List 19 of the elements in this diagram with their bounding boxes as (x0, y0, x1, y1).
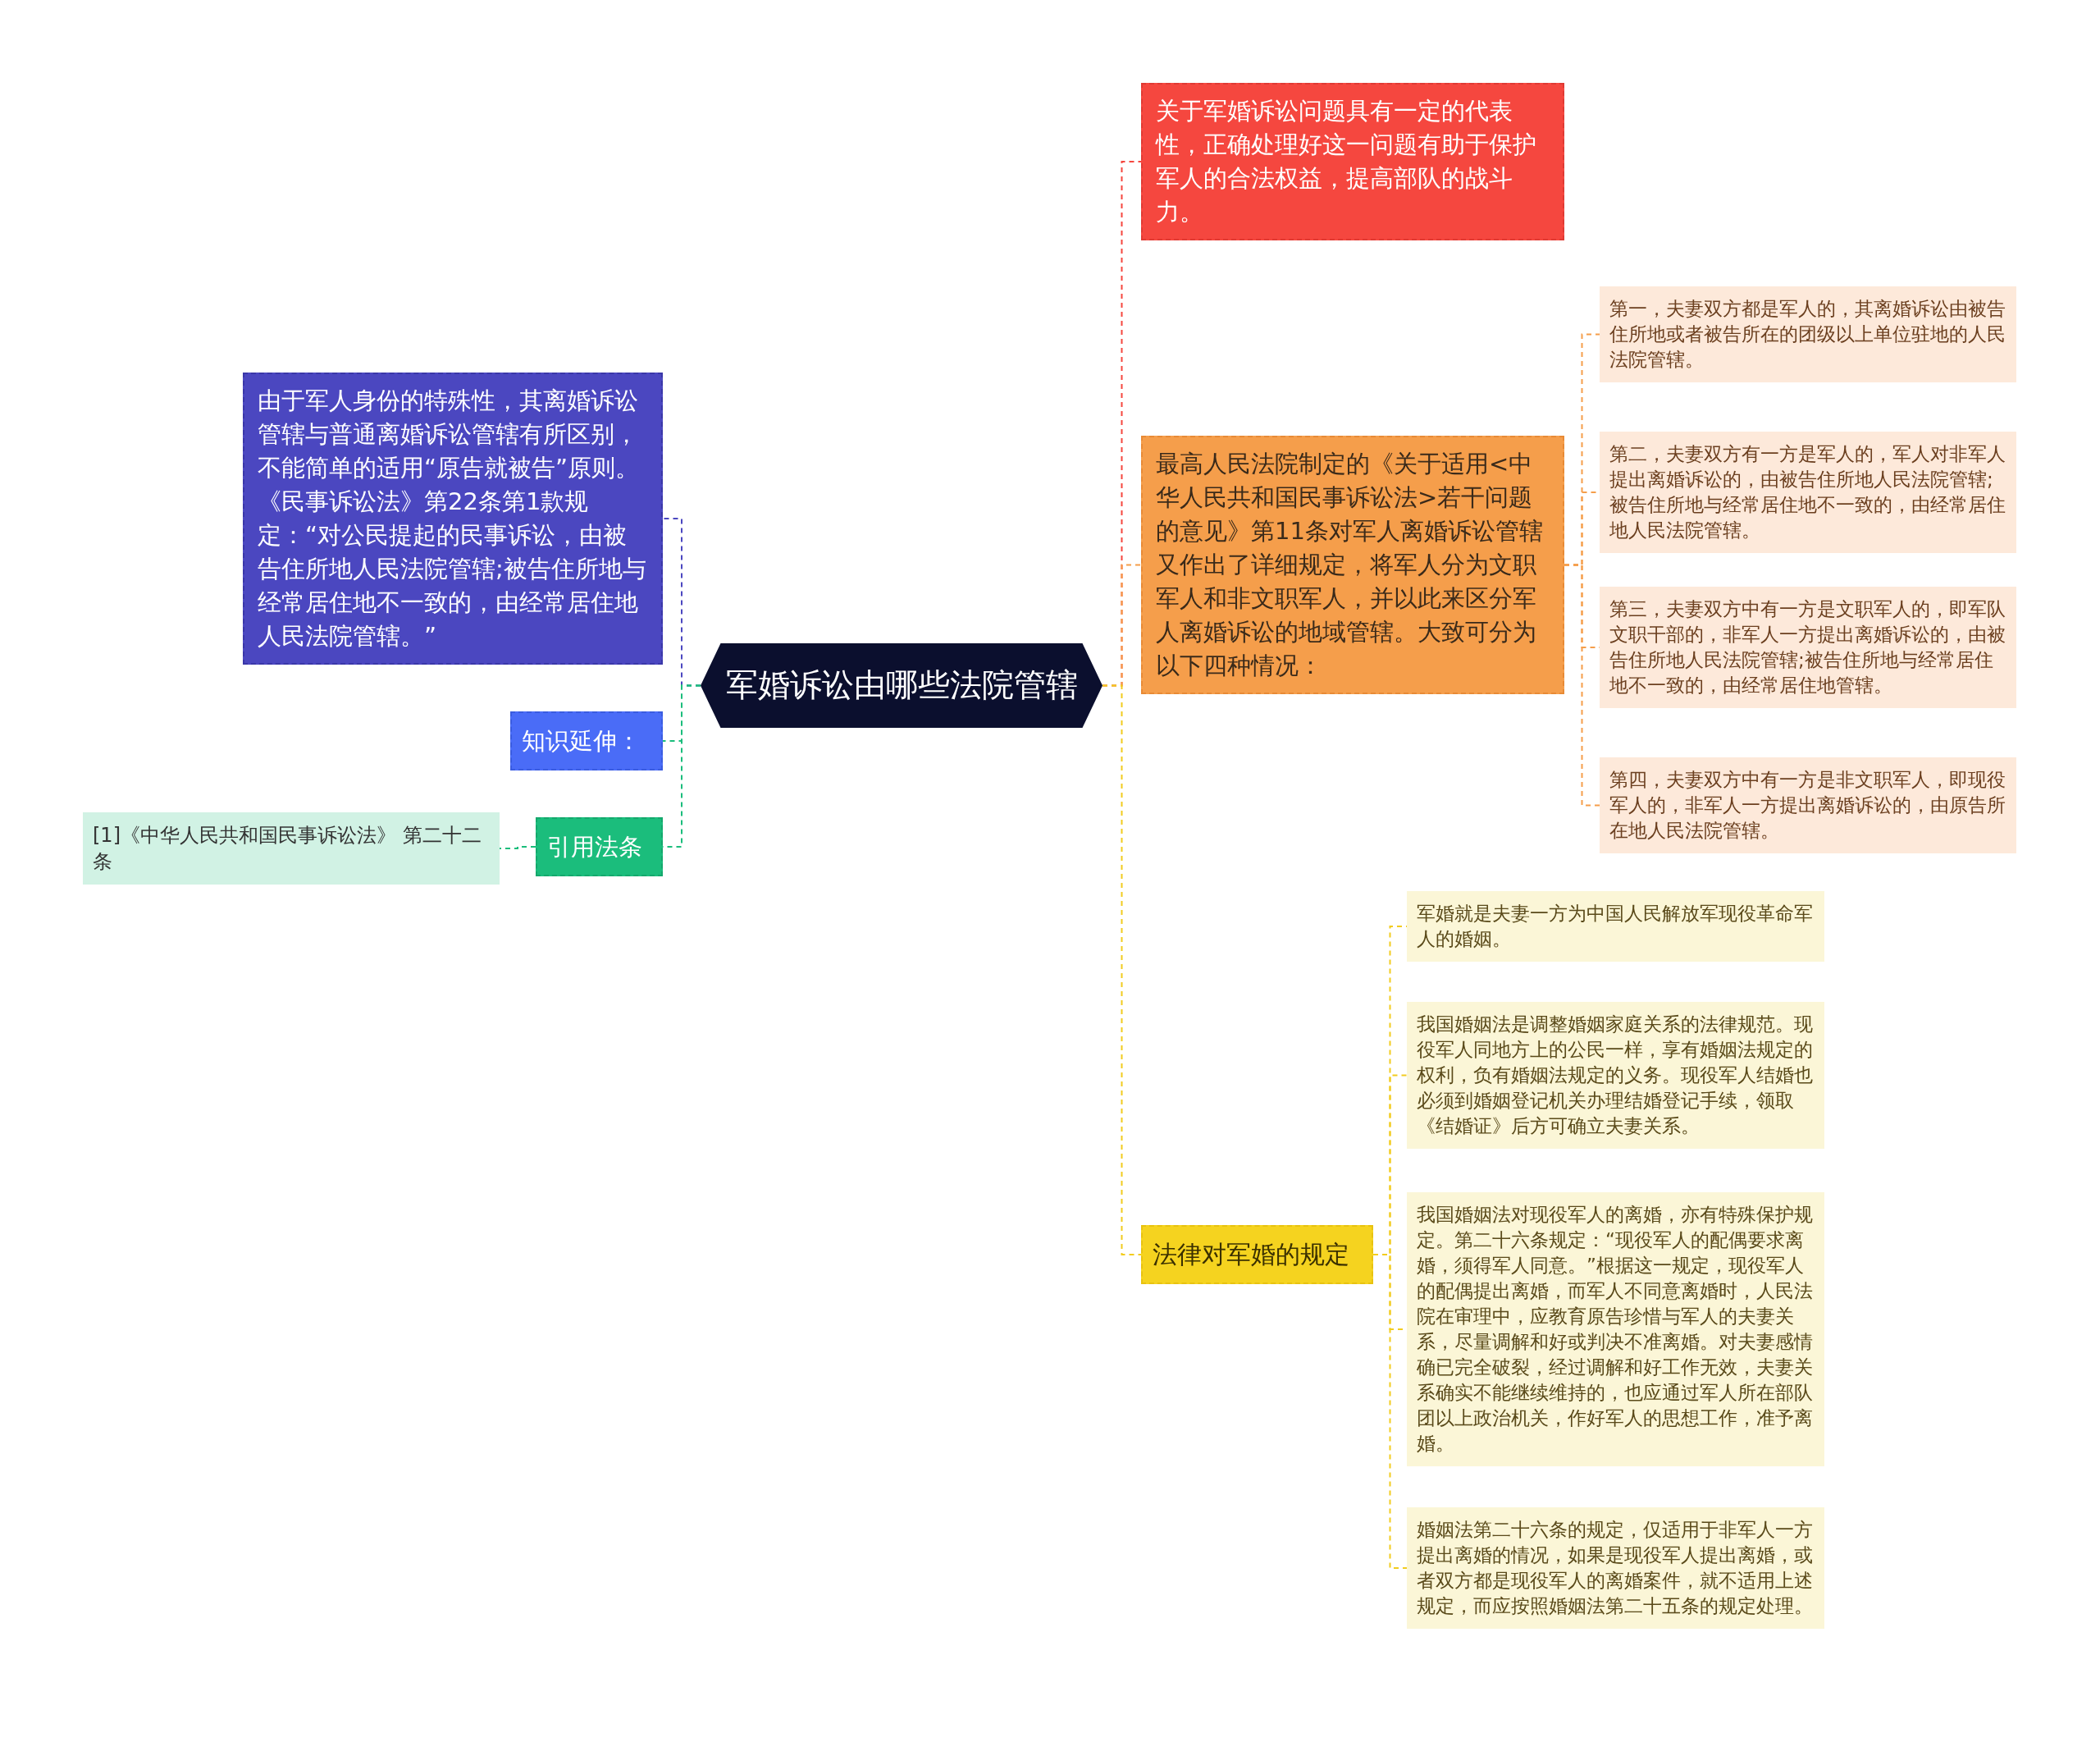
note-card: 第一，夫妻双方都是军人的，其离婚诉讼由被告住所地或者被告所在的团级以上单位驻地的人民法院管辖。 (1600, 286, 2016, 382)
topic-card: 引用法条 (536, 817, 663, 876)
connector-line (1102, 684, 1142, 1255)
topic-card: 法律对军婚的规定 (1141, 1225, 1373, 1284)
note-card: 我国婚姻法是调整婚姻家庭关系的法律规范。现役军人同地方上的公民一样，享有婚姻法规定的权利，负有婚姻法规定的义务。现役军人结婚也必须到婚姻登记机关办理结婚登记手续，领取《结婚证》后方可确立夫妻关系。 (1407, 1002, 1824, 1149)
topic-card: 由于军人身份的特殊性，其离婚诉讼管辖与普通离婚诉讼管辖有所区别，不能简单的适用“原告就被告”原则。《民事诉讼法》第22条第1款规定：“对公民提起的民事诉讼，由被告住所地人民法院管辖;被告住所地与经常居住地不一致的，由经常居住地人民法院管辖。” (243, 373, 663, 665)
note-card: 婚姻法第二十六条的规定，仅适用于非军人一方提出离婚的情况，如果是现役军人提出离婚，或者双方都是现役军人的离婚案件，就不适用上述规定，而应按照婚姻法第二十五条的规定处理。 (1407, 1507, 1824, 1629)
topic-card: 关于军婚诉讼问题具有一定的代表性，正确处理好这一问题有助于保护军人的合法权益，提高部队的战斗力。 (1141, 83, 1564, 240)
note-card: 第二，夫妻双方有一方是军人的，军人对非军人提出离婚诉讼的，由被告住所地人民法院管辖;被告住所地与经常居住地不一致的，由经常居住地人民法院管辖。 (1600, 432, 2016, 553)
topic-card: 知识延伸： (510, 711, 663, 770)
note-card: 军婚就是夫妻一方为中国人民解放军现役革命军人的婚姻。 (1407, 891, 1824, 962)
connector-line (1564, 564, 1600, 807)
central-topic: 军婚诉讼由哪些法院管辖 (701, 643, 1102, 728)
topic-card: 最高人民法院制定的《关于适用<中华人民共和国民事诉讼法>若干问题的意见》第11条对军人离婚诉讼管辖又作出了详细规定，将军人分为文职军人和非文职军人，并以此来区分军人离婚诉讼的地域管辖。大致可分为以下四种情况： (1141, 436, 1564, 694)
note-card: 我国婚姻法对现役军人的离婚，亦有特殊保护规定。第二十六条规定：“现役军人的配偶要求离婚，须得军人同意。”根据这一规定，现役军人的配偶提出离婚，而军人不同意离婚时，人民法院在审理中，应教育原告珍惜与军人的夫妻关系，尽量调解和好或判决不准离婚。对夫妻感情确已完全破裂，经过调解和好工作无效，夫妻关系确实不能继续维持的，也应通过军人所在部队团以上政治机关，作好军人的思想工作，准予离婚。 (1407, 1192, 1824, 1466)
note-card: 第四，夫妻双方中有一方是非文职军人，即现役军人的，非军人一方提出离婚诉讼的，由原告所在地人民法院管辖。 (1600, 757, 2016, 853)
reference-card: [1]《中华人民共和国民事诉讼法》 第二十二条 (83, 812, 500, 885)
connector-line (499, 846, 536, 849)
note-card: 第三，夫妻双方中有一方是文职军人的，即军队文职干部的，非军人一方提出离婚诉讼的，由被告住所地人民法院管辖;被告住所地与经常居住地不一致的，由经常居住地管辖。 (1600, 587, 2016, 708)
